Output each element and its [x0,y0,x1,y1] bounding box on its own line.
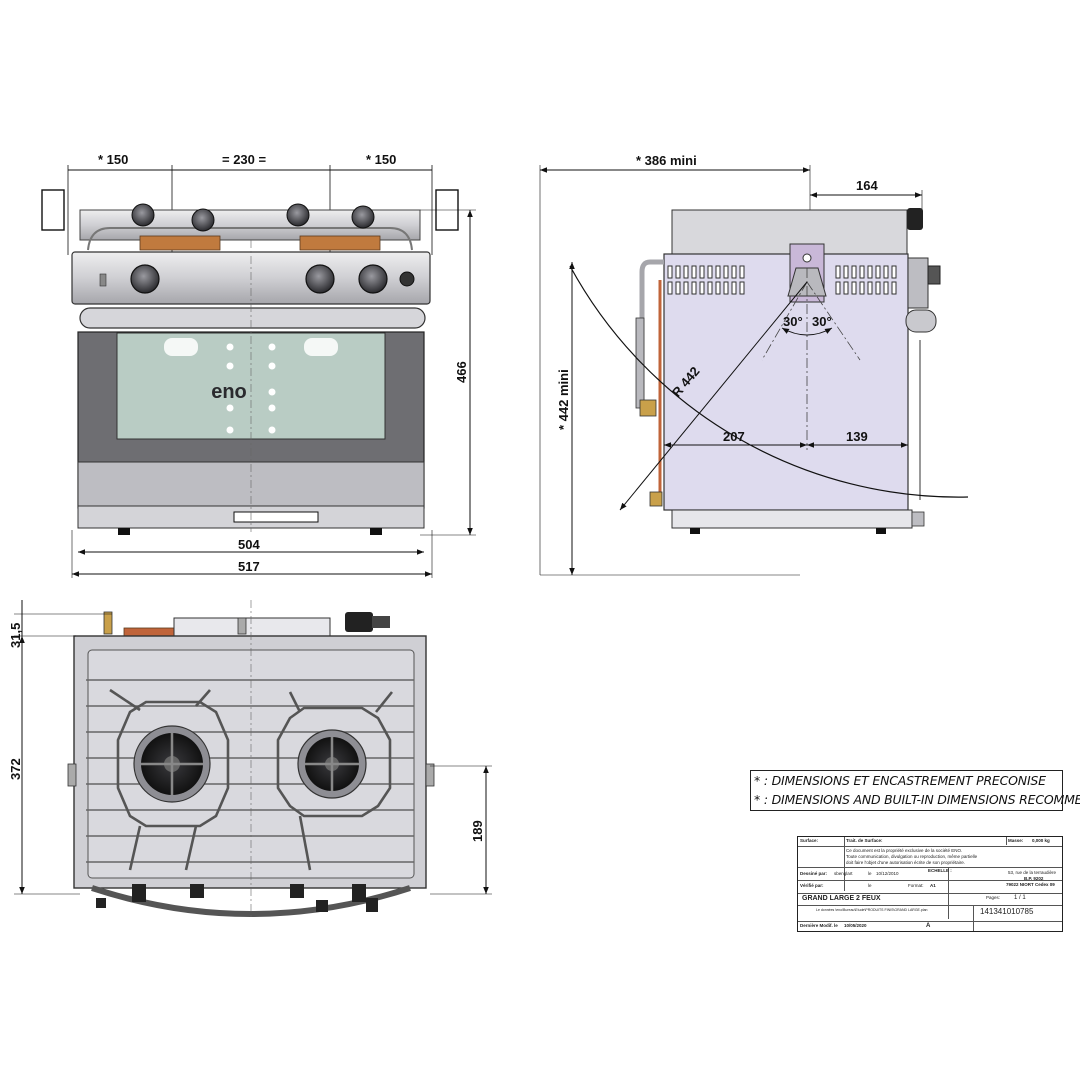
top-view: 31,5 372 189 [8,600,492,920]
dim-top-depth: 164 [856,178,878,193]
tb-mass-label: Masse: [1008,838,1024,843]
dim-depth-mini: * 386 mini [636,153,697,168]
indicator-lamp [99,273,107,287]
burner-knob-center [305,264,335,294]
tb-drawn-date-label: le [868,871,872,876]
grill-knob-1 [131,203,155,227]
tb-revision: A [926,923,931,929]
note-english: * : DIMENSIONS AND BUILT-IN DIMENSIONS R… [754,792,1080,807]
tb-modified-date: 10/05/2020 [844,923,867,928]
tb-drawn-date: 10/12/2010 [876,871,899,876]
left-mount-marker [41,189,65,231]
dim-center: = 230 = [222,152,267,167]
tb-address-2: B.P. 9202 [1024,876,1044,881]
dim-outer-width: 517 [238,559,260,574]
dim-burner-offset: 189 [470,820,485,842]
grill-knob-2 [191,208,215,232]
dim-lower-left: 207 [723,429,745,444]
tb-confidential-3: doit faire l'objet d'une autorisation éc… [846,860,966,865]
dim-inner-width: 504 [238,537,260,552]
tb-pages-value: 1 / 1 [1014,895,1026,901]
dim-angle-right: 30° [812,314,832,329]
tb-address-3: 79022 NIORT Cedex 09 [1006,882,1055,887]
tb-confidential-2: Toute communication, divulgation ou repr… [846,854,978,859]
dim-lower-right: 139 [846,429,868,444]
tb-surface-label: Surface: [800,838,819,843]
burner-knob-right [358,264,388,294]
tb-pages-label: Pages: [986,895,1001,900]
oven-handle [79,307,426,329]
front-view: * 150 = 230 = * 150 eno [41,152,476,578]
tb-mass-value: 0,000 kg [1032,838,1050,843]
dim-depth: 372 [8,758,23,780]
dim-side-right: * 150 [366,152,396,167]
notes-box: * : DIMENSIONS ET ENCASTREMENT PRECONISE… [750,770,1080,811]
title-block: Surface: Trait. de Surface: Masse: 0,000… [797,836,1063,932]
dim-height-mini: * 442 mini [556,369,571,430]
tb-drawn-label: Dessiné par: [800,871,828,876]
burner-knob-left [130,264,160,294]
tb-format-value: A1 [930,883,936,888]
oven-side-panel [663,253,909,511]
tb-modified-label: Dernière Modif. le [800,923,838,928]
tb-title: GRAND LARGE 2 FEUX [802,895,881,902]
swing-arc [569,265,969,498]
side-knob [907,208,923,230]
tb-file-path: Le données \eno\Bureau\Etude\PRODUITS FI… [816,908,928,912]
dim-height: 466 [454,361,469,383]
grill-knob-4 [351,205,375,229]
dim-angle-left: 30° [783,314,803,329]
tb-treatment-label: Trait. de Surface: [846,838,883,843]
side-view: * 386 mini 164 [539,153,969,576]
note-french: * : DIMENSIONS ET ENCASTREMENT PRECONISE [754,773,1046,788]
tb-format-label: Format: [908,883,924,888]
eno-logo: eno [211,381,247,403]
grill-knob-3 [286,203,310,227]
tb-scale-label: ECHELLE : [928,868,952,873]
dim-side-left: * 150 [98,152,128,167]
tb-part-number: 141341010785 [980,907,1034,916]
tb-confidential-1: Ce document est la propriété exclusive d… [846,848,963,853]
tb-drawn-by: sbenglart [834,871,853,876]
igniter-button [399,271,415,287]
dim-offset: 31,5 [8,623,23,648]
back-knob [345,612,373,632]
tb-checked-label: Vérifié par: [800,883,824,888]
grate-right [276,706,392,818]
tb-checked-date-label: le [868,883,872,888]
tb-address-1: 53, rue de la terraudière [1008,870,1057,875]
